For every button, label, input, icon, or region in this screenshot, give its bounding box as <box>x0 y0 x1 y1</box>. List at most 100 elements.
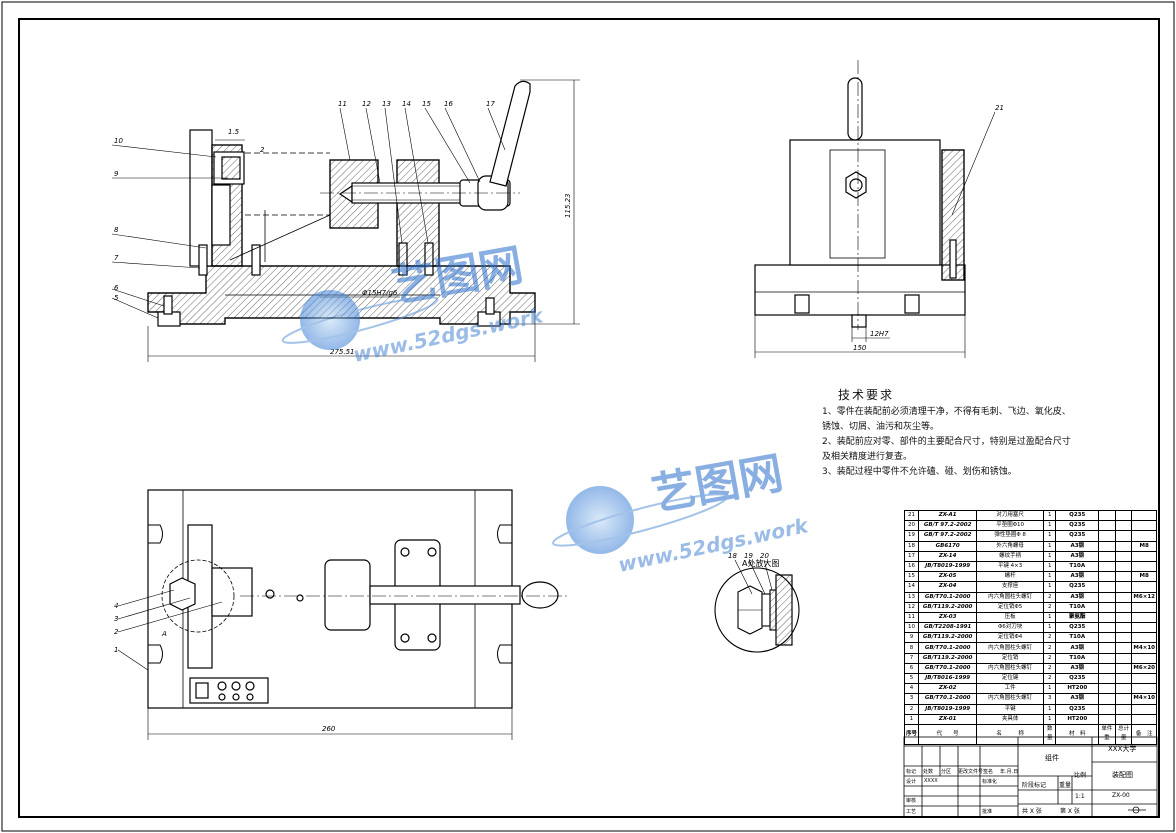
bom-cell-empty <box>1114 571 1133 583</box>
bom-cell-mat: Q235 <box>1055 622 1100 634</box>
bom-h-note-2: 注 <box>1146 730 1153 737</box>
bom-cell-name: 平键 <box>976 703 1044 715</box>
front-dimensions <box>147 79 580 362</box>
callout-17: 17 <box>486 100 495 108</box>
bom-cell-note <box>1131 520 1157 532</box>
bom-h-no: 序号 <box>903 723 920 745</box>
top-view <box>147 489 570 709</box>
bom-cell-note <box>1131 652 1157 664</box>
bom-h-code-1: 代 <box>936 730 943 737</box>
bom-cell-empty <box>1114 591 1133 603</box>
bom-h-wsingle: 单件重 <box>1098 723 1116 745</box>
bom-h-wtotal-1: 总计 <box>1118 726 1130 733</box>
bom-cell-empty <box>1098 703 1116 715</box>
callout-6: 6 <box>114 284 119 292</box>
callout-21: 21 <box>995 104 1004 112</box>
bom-h-code-2: 号 <box>953 730 959 737</box>
bom-cell-mat: Q235 <box>1055 520 1100 532</box>
bom-cell-note <box>1131 713 1157 725</box>
callout-9: 9 <box>114 170 119 178</box>
bom-cell-empty <box>1098 713 1116 725</box>
bom-cell-empty <box>1114 693 1133 705</box>
bom-cell-no: 6 <box>903 662 920 675</box>
bom-cell-code: GB6170 <box>918 540 978 552</box>
bom-h-mat: 材 料 <box>1055 723 1100 745</box>
bom-cell-code: GB/T119.2-2000 <box>918 601 978 613</box>
detail-a-title: A处放大图 <box>742 558 779 568</box>
bom-cell-mat: A3钢 <box>1055 642 1100 654</box>
bom-cell-code: JB/T8019-1999 <box>918 560 978 573</box>
bom-cell-no: 15 <box>903 571 920 583</box>
tb-change-label: 更改文件号 <box>958 769 984 775</box>
bom-cell-code: GB/T70.1-2000 <box>918 642 978 654</box>
tb-review-label: 审核 <box>906 798 917 804</box>
bom-cell-empty <box>1098 509 1116 522</box>
bom-cell-mat: T10A <box>1055 601 1100 613</box>
front-dim-top-2: 2 <box>260 146 265 154</box>
watermark-brand-2: 艺图网 <box>648 448 787 521</box>
tb-drawing-type: 装配图 <box>1112 771 1133 779</box>
bom-cell-code: GB/T70.1-2000 <box>918 591 978 603</box>
bom-cell-code: GB/T119.2-2000 <box>918 632 978 644</box>
bom-cell-name: 对刀用塞尺 <box>976 509 1044 522</box>
bom-cell-qty: 1 <box>1042 550 1057 562</box>
bom-cell-empty <box>1114 530 1133 542</box>
bom-h-name-2: 称 <box>1018 730 1024 737</box>
callout-8: 8 <box>114 226 119 234</box>
side-dimensions <box>754 111 996 358</box>
top-dimensions <box>117 589 513 740</box>
bom-cell-code: ZX-05 <box>918 571 978 583</box>
bom-cell-no: 14 <box>903 581 920 593</box>
bom-cell-empty <box>1098 550 1116 562</box>
bom-cell-name: 平垫圈Φ10 <box>976 520 1044 532</box>
side-view <box>754 60 966 330</box>
bom-cell-name: 定位销Φ5 <box>976 601 1044 613</box>
bom-cell-note <box>1131 530 1157 542</box>
bom-cell-empty <box>1098 622 1116 634</box>
bom-cell-qty: 1 <box>1042 520 1057 532</box>
bom-cell-code: GB/T119.2-2000 <box>918 652 978 664</box>
bom-cell-empty <box>1098 662 1116 675</box>
bom-cell-name: 定位销 <box>976 652 1044 664</box>
tb-sign-label: 签名 <box>983 769 994 775</box>
bom-cell-name: 内六角圆柱头螺钉 <box>976 642 1044 654</box>
bom-cell-no: 17 <box>903 550 920 562</box>
bom-cell-empty <box>1114 642 1133 654</box>
bom-cell-qty: 1 <box>1042 560 1057 573</box>
bom-cell-name: 内六角圆柱头螺钉 <box>976 662 1044 675</box>
bom-cell-empty <box>1098 642 1116 654</box>
bom-cell-qty: 2 <box>1042 672 1057 685</box>
bom-cell-name: 弹性垫圈Φ 8 <box>976 530 1044 542</box>
callout-1: 1 <box>114 646 118 654</box>
bom-cell-empty <box>1114 560 1133 573</box>
bom-cell-note <box>1131 560 1157 573</box>
tech-line-4: 及相关精度进行复查。 <box>822 452 913 462</box>
tb-mark-label: 标记 <box>906 769 917 775</box>
bom-cell-no: 12 <box>903 601 920 613</box>
bom-cell-note <box>1131 703 1157 715</box>
bom-h-name-1: 名 <box>996 730 1002 737</box>
bom-cell-note: M6×12 <box>1131 591 1157 603</box>
callout-3: 3 <box>114 615 118 623</box>
front-view <box>147 80 536 327</box>
bom-cell-qty: 2 <box>1042 601 1057 613</box>
bom-cell-no: 9 <box>903 632 920 644</box>
callout-2: 2 <box>114 628 119 636</box>
bom-h-wlabel-1: 重 <box>1104 735 1110 742</box>
bom-cell-empty <box>1098 591 1116 603</box>
tb-stage-label: 阶段标记 <box>1022 782 1047 789</box>
bom-cell-no: 7 <box>903 652 920 664</box>
bom-cell-qty: 1 <box>1042 713 1057 725</box>
bom-cell-no: 18 <box>903 540 920 552</box>
bom-cell-code: GB/T 97.2-2002 <box>918 520 978 532</box>
bom-cell-empty <box>1098 632 1116 644</box>
bom-cell-empty <box>1114 672 1133 685</box>
